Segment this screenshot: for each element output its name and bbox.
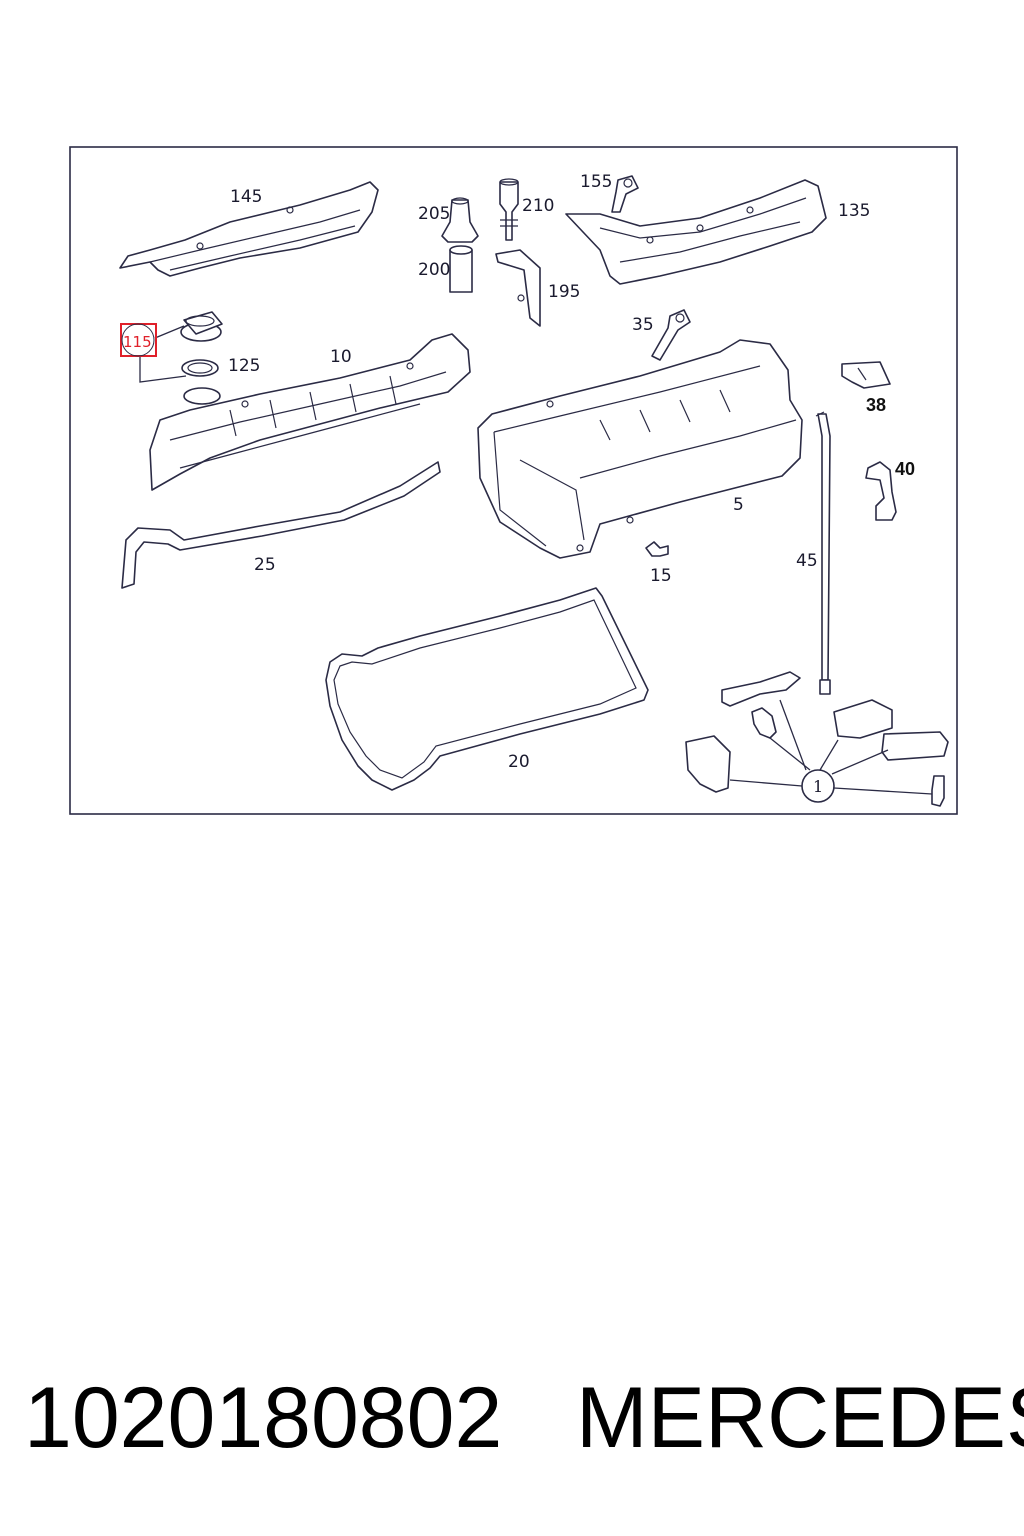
- label-115: 115: [123, 333, 152, 351]
- label-200: 200: [418, 260, 450, 280]
- label-195: 195: [548, 282, 580, 302]
- part-10-valve-cover-left: [149, 333, 471, 491]
- part-195-bracket: [495, 249, 541, 327]
- part-20-gasket: [325, 587, 649, 791]
- part-125-seal-ring: [181, 359, 219, 377]
- label-45: 45: [796, 551, 818, 571]
- label-25: 25: [254, 555, 276, 575]
- part-200-sleeve: [449, 245, 473, 293]
- leader-lines: [139, 325, 933, 795]
- part-35-bolt: [651, 309, 691, 361]
- diagram-frame: [69, 146, 958, 815]
- label-35: 35: [632, 315, 654, 335]
- part-155-bolt: [611, 175, 639, 213]
- part-205-cap: [441, 197, 479, 243]
- label-1: 1: [813, 777, 823, 796]
- part-25-gasket: [121, 461, 441, 589]
- part-38-clip: [841, 361, 891, 389]
- part-210-screw: [499, 178, 519, 241]
- brand-name: MERCEDES: [576, 1370, 1024, 1466]
- label-125: 125: [228, 356, 260, 376]
- part-15-seal: [645, 541, 669, 557]
- label-15: 15: [650, 566, 672, 586]
- part-145-upper-cover: [119, 181, 379, 277]
- part-135-upper-cover: [565, 179, 827, 285]
- label-145: 145: [230, 187, 262, 207]
- label-10: 10: [330, 347, 352, 367]
- label-135: 135: [838, 201, 870, 221]
- part-40-bracket: [865, 461, 897, 521]
- part-5-valve-cover-right: [477, 339, 803, 559]
- label-20: 20: [508, 752, 530, 772]
- part-45-tube: [815, 411, 831, 695]
- label-155: 155: [580, 172, 612, 192]
- label-5: 5: [733, 495, 744, 515]
- part-115-oil-filler-cap: [180, 311, 223, 342]
- label-38: 38: [866, 395, 886, 415]
- label-205: 205: [418, 204, 450, 224]
- part-115-marker-circle: [121, 323, 155, 357]
- part-1-mounting-kit: [685, 671, 949, 807]
- label-210: 210: [522, 196, 554, 216]
- part-number: 1020180802: [24, 1370, 503, 1466]
- label-40: 40: [895, 459, 915, 479]
